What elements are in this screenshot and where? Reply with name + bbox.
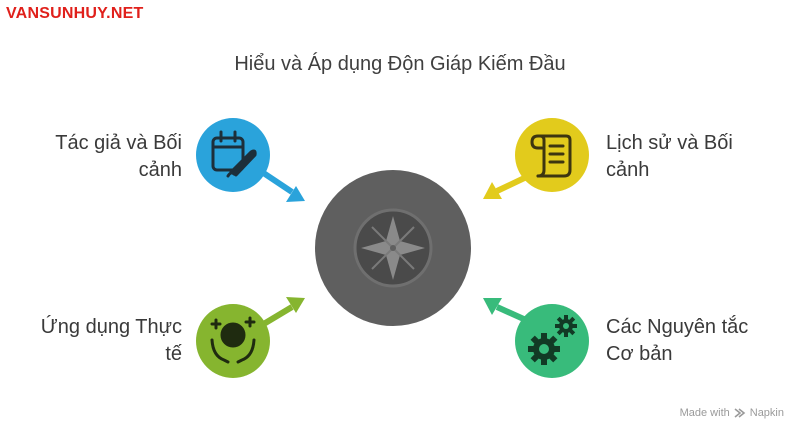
label-principles-line1: Các Nguyên tắc <box>606 316 749 338</box>
label-history: Lịch sử và Bối cảnh <box>606 130 733 184</box>
center-hub <box>315 170 471 326</box>
label-application-line2: tế <box>165 343 182 365</box>
label-application-line1: Ứng dụng Thực <box>40 316 182 338</box>
node-application <box>196 304 270 378</box>
crystal-ball-hands-icon <box>210 316 256 364</box>
node-principles <box>515 304 589 378</box>
arrow-bottom-left <box>260 297 305 328</box>
scroll-icon <box>530 134 572 178</box>
label-author-line1: Tác giả và Bối <box>55 132 182 154</box>
label-history-line1: Lịch sử và Bối <box>606 132 733 154</box>
gears-icon <box>528 315 577 365</box>
label-history-line2: cảnh <box>606 159 650 181</box>
calendar-brush-icon <box>211 130 257 178</box>
label-application: Ứng dụng Thực tế <box>41 314 182 368</box>
arrow-top-left <box>260 169 305 202</box>
compass-icon <box>353 208 433 288</box>
napkin-credit: Made with Napkin <box>680 407 784 419</box>
site-watermark: VANSUNHUY.NET <box>6 5 144 22</box>
label-author-line2: cảnh <box>138 159 182 181</box>
node-author <box>196 118 270 192</box>
napkin-logo-icon <box>734 408 746 418</box>
label-principles-line2: Cơ bản <box>606 343 673 365</box>
diagram-title: Hiểu và Áp dụng Độn Giáp Kiếm Đầu <box>234 53 566 75</box>
label-principles: Các Nguyên tắc Cơ bản <box>606 314 748 368</box>
napkin-brand-text: Napkin <box>749 407 784 419</box>
made-with-text: Made with <box>679 407 730 419</box>
label-author: Tác giả và Bối cảnh <box>55 130 182 184</box>
node-history <box>515 118 589 192</box>
